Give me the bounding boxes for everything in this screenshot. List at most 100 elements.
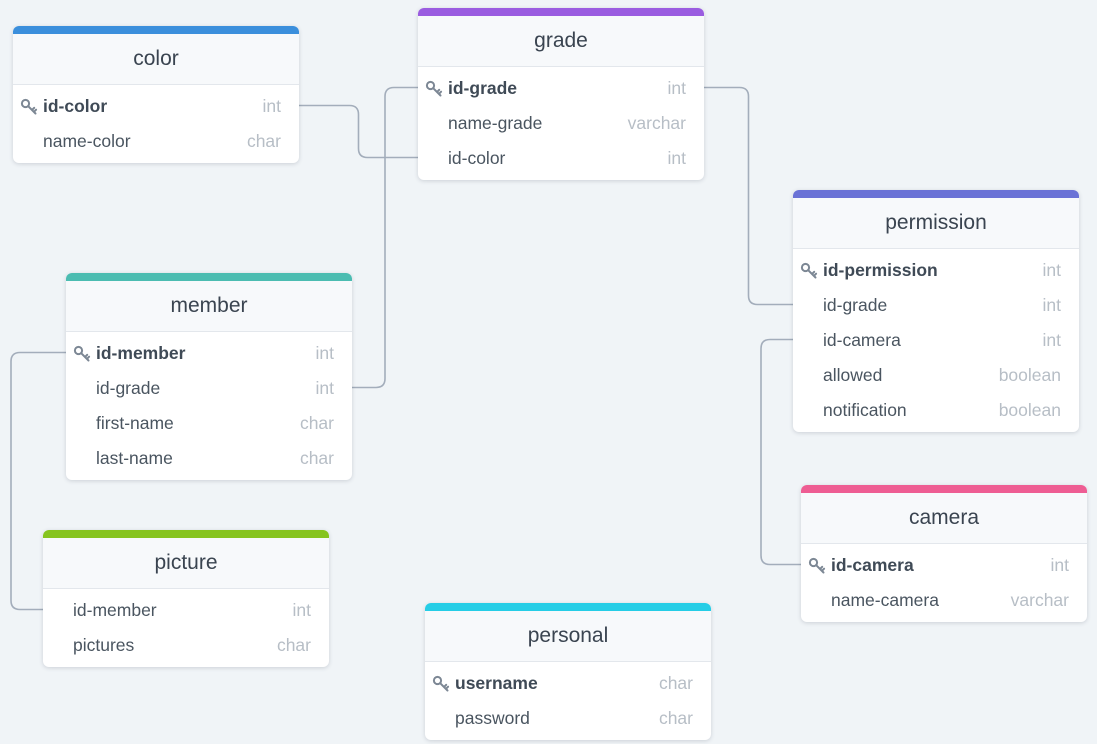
field-name: id-grade: [823, 295, 888, 315]
field-type: int: [292, 600, 311, 620]
table-camera[interactable]: camera id-camera int name-camera varchar: [801, 485, 1087, 622]
table-title[interactable]: color: [13, 34, 299, 85]
table-title[interactable]: picture: [43, 538, 329, 589]
field-row[interactable]: id-member int: [43, 593, 329, 628]
field-name: id-color: [448, 148, 506, 168]
table-fields: id-grade int name-grade varchar id-color int: [418, 67, 704, 176]
field-name: name-grade: [448, 113, 543, 133]
field-name: name-camera: [831, 590, 939, 610]
field-row[interactable]: id-grade int: [793, 288, 1079, 323]
field-type: boolean: [998, 365, 1061, 385]
relationship-line[interactable]: [352, 86, 418, 389]
field-type: int: [1042, 330, 1061, 350]
table-accent-bar: [793, 190, 1079, 198]
field-row[interactable]: name-color char: [13, 124, 299, 159]
field-name: allowed: [823, 365, 883, 385]
table-picture[interactable]: picture id-member int pictures char: [43, 530, 329, 667]
table-fields: id-camera int name-camera varchar: [801, 544, 1087, 618]
field-type: int: [667, 148, 686, 168]
field-row[interactable]: allowed boolean: [793, 358, 1079, 393]
field-name: id-member: [73, 600, 157, 620]
table-fields: id-permission int id-grade int id-camera int a…: [793, 249, 1079, 428]
field-type: int: [315, 343, 334, 363]
field-row[interactable]: last-name char: [66, 441, 352, 476]
table-fields: id-color int name-color char: [13, 85, 299, 159]
field-row[interactable]: notification boolean: [793, 393, 1079, 428]
field-type: char: [658, 708, 693, 728]
field-type: varchar: [1010, 590, 1069, 610]
key-icon: [425, 80, 443, 97]
table-accent-bar: [425, 603, 711, 611]
table-title[interactable]: permission: [793, 198, 1079, 249]
field-row[interactable]: id-grade int: [66, 371, 352, 406]
field-row[interactable]: id-camera int: [793, 323, 1079, 358]
field-name: id-camera: [831, 555, 914, 575]
field-type: int: [1042, 295, 1061, 315]
field-type: int: [315, 378, 334, 398]
table-member[interactable]: member id-member int id-grade int first-name c…: [66, 273, 352, 480]
table-accent-bar: [43, 530, 329, 538]
field-row[interactable]: name-grade varchar: [418, 106, 704, 141]
field-row[interactable]: id-color int: [418, 141, 704, 176]
key-icon: [432, 675, 450, 692]
field-type: char: [246, 131, 281, 151]
primary-key-field-row[interactable]: id-camera int: [801, 548, 1087, 583]
field-name: id-grade: [96, 378, 161, 398]
table-title[interactable]: grade: [418, 16, 704, 67]
table-fields: id-member int pictures char: [43, 589, 329, 663]
key-icon: [800, 262, 818, 279]
table-title[interactable]: member: [66, 281, 352, 332]
field-name: username: [455, 673, 538, 693]
primary-key-field-row[interactable]: id-member int: [66, 336, 352, 371]
table-accent-bar: [13, 26, 299, 34]
field-name: name-color: [43, 131, 131, 151]
key-icon: [20, 98, 38, 115]
field-name: notification: [823, 400, 907, 420]
table-accent-bar: [801, 485, 1087, 493]
field-name: id-grade: [448, 78, 518, 98]
field-row[interactable]: name-camera varchar: [801, 583, 1087, 618]
field-type: char: [299, 413, 334, 433]
field-name: first-name: [96, 413, 174, 433]
relationship-line[interactable]: [299, 104, 418, 159]
field-name: id-permission: [823, 260, 938, 280]
field-name: id-camera: [823, 330, 901, 350]
table-title[interactable]: personal: [425, 611, 711, 662]
field-type: char: [299, 448, 334, 468]
field-type: boolean: [998, 400, 1061, 420]
field-name: pictures: [73, 635, 135, 655]
primary-key-field-row[interactable]: id-permission int: [793, 253, 1079, 288]
field-type: varchar: [627, 113, 686, 133]
primary-key-field-row[interactable]: id-grade int: [418, 71, 704, 106]
key-icon: [73, 345, 91, 362]
table-accent-bar: [66, 273, 352, 281]
table-color[interactable]: color id-color int name-color char: [13, 26, 299, 163]
field-type: int: [1050, 555, 1069, 575]
field-row[interactable]: first-name char: [66, 406, 352, 441]
field-type: char: [276, 635, 311, 655]
relationship-line[interactable]: [704, 86, 793, 306]
field-type: int: [262, 96, 281, 116]
field-name: last-name: [96, 448, 173, 468]
table-title[interactable]: camera: [801, 493, 1087, 544]
table-accent-bar: [418, 8, 704, 16]
field-type: char: [658, 673, 693, 693]
field-row[interactable]: pictures char: [43, 628, 329, 663]
field-type: int: [667, 78, 686, 98]
field-name: id-color: [43, 96, 108, 116]
relationship-line[interactable]: [760, 338, 801, 566]
primary-key-field-row[interactable]: username char: [425, 666, 711, 701]
primary-key-field-row[interactable]: id-color int: [13, 89, 299, 124]
table-grade[interactable]: grade id-grade int name-grade varchar id-colo…: [418, 8, 704, 180]
relationship-line[interactable]: [10, 351, 66, 611]
field-type: int: [1042, 260, 1061, 280]
field-name: id-member: [96, 343, 186, 363]
key-icon: [808, 557, 826, 574]
